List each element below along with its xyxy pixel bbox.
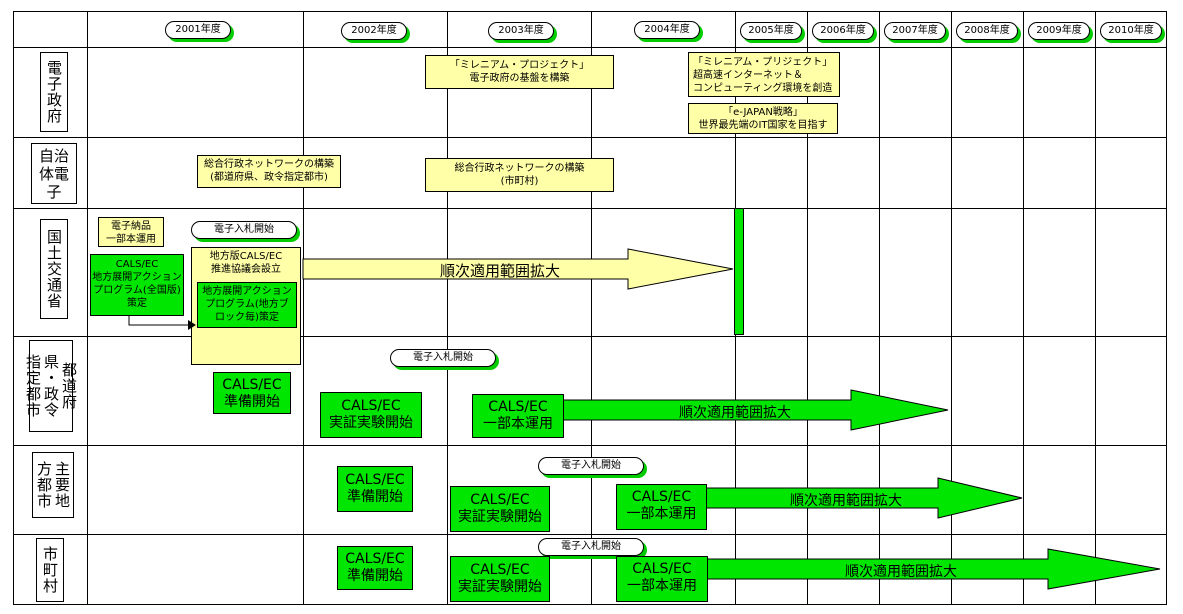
year-2006: 2006年度 (812, 22, 874, 40)
mlit-expand-arrow (302, 248, 734, 290)
muni-prep-box: CALS/EC 準備開始 (337, 546, 413, 590)
pref-expand-arrow (562, 389, 949, 431)
muni-bid-start-pill: 電子入札開始 (538, 538, 644, 556)
council-label: 地方版CALS/EC 推進協議会設立 (209, 251, 283, 275)
year-2010: 2010年度 (1100, 22, 1162, 40)
ejapan-box: 「e-JAPAN戦略」 世界最先端のIT国家を目指す (688, 103, 838, 134)
year-2007: 2007年度 (884, 22, 946, 40)
denshi-nohin-box: 電子納品 一部本運用 (98, 217, 164, 247)
pref-expand-label: 順次適用範囲拡大 (679, 405, 791, 421)
year-2003: 2003年度 (488, 22, 554, 40)
row-label-egov: 電子政府 (40, 52, 68, 132)
regional-trial-box: CALS/EC 実証実験開始 (450, 486, 550, 532)
network-prefecture-box: 総合行政ネットワークの構築 (都道府県、政令指定都市) (197, 155, 341, 188)
pref-bid-start-pill: 電子入札開始 (390, 349, 496, 367)
regional-prep-box: CALS/EC 準備開始 (337, 466, 413, 512)
pref-prep-box: CALS/EC 準備開始 (213, 372, 291, 414)
regional-action-plan-box: 地方展開アクション プログラム(地方ブ ロック毎)策定 (197, 282, 297, 328)
regional-expand-arrow (705, 477, 1023, 519)
muni-trial-box: CALS/EC 実証実験開始 (450, 556, 550, 602)
muni-partial-box: CALS/EC 一部本運用 (616, 556, 708, 602)
row-label-localgov: 自治体電子 (31, 143, 77, 204)
network-municipality-box: 総合行政ネットワークの構築 (市町村) (425, 158, 614, 192)
muni-expand-label: 順次適用範囲拡大 (845, 564, 957, 580)
regional-partial-box: CALS/EC 一部本運用 (616, 484, 707, 530)
row-label-regional: 主要地方都市 (32, 452, 74, 518)
row-label-mlit: 国土交通省 (40, 219, 68, 319)
year-2005: 2005年度 (740, 22, 802, 40)
plan-connector-arrow (128, 316, 196, 330)
row-label-prefectures: 都道府県・政令指定都市 (24, 340, 78, 432)
year-2009: 2009年度 (1028, 22, 1090, 40)
mlit-expand-label: 順次適用範囲拡大 (440, 262, 561, 280)
millennium-project-2-box: 「ミレニアム・プリジェクト」 超高速インターネット＆ コンピューティング環境を創… (688, 52, 840, 97)
muni-expand-arrow (693, 548, 1161, 590)
year-2004: 2004年度 (634, 21, 700, 39)
mlit-2005-bar (734, 208, 744, 335)
row-label-municipalities: 市町村 (36, 538, 64, 602)
year-2008: 2008年度 (956, 22, 1018, 40)
pref-trial-box: CALS/EC 実証実験開始 (320, 392, 422, 438)
year-2002: 2002年度 (341, 22, 407, 40)
national-action-plan-box: CALS/EC 地方展開アクション プログラム(全国版) 策定 (90, 254, 184, 316)
pref-partial-box: CALS/EC 一部本運用 (472, 394, 564, 438)
mlit-bid-start-pill: 電子入札開始 (191, 221, 297, 239)
year-2001: 2001年度 (165, 21, 231, 39)
regional-expand-label: 順次適用範囲拡大 (790, 493, 902, 509)
regional-bid-start-pill: 電子入札開始 (538, 457, 644, 475)
millennium-project-box: 「ミレニアム・プロジェクト」 電子政府の基盤を構築 (425, 55, 614, 89)
